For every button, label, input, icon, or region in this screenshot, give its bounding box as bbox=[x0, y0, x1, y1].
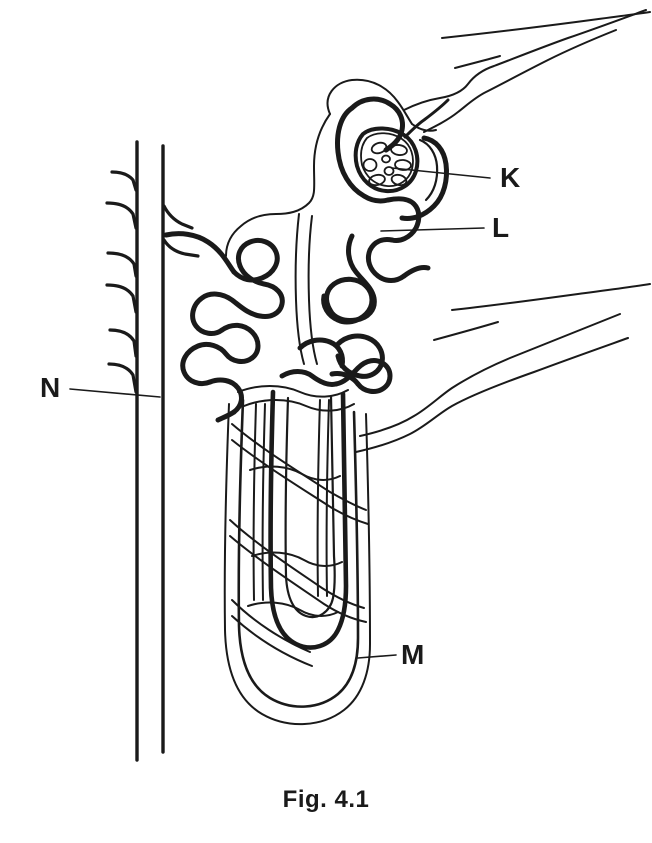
collecting-duct bbox=[105, 140, 200, 762]
tubule-bridge bbox=[279, 358, 393, 394]
bowmans-capsule-cup bbox=[399, 135, 449, 221]
proximal-tubule-descending bbox=[294, 213, 318, 365]
loop-of-henle-outer-wall bbox=[223, 403, 371, 725]
vasa-recta bbox=[229, 385, 369, 667]
leader-line-L bbox=[380, 227, 485, 232]
label-k: K bbox=[500, 162, 521, 193]
label-n: N bbox=[40, 372, 61, 403]
figure-caption: Fig. 4.1 bbox=[282, 786, 370, 813]
leader-line-M bbox=[357, 654, 397, 659]
label-l: L bbox=[492, 212, 510, 243]
loop-of-henle-limbs-inner bbox=[284, 394, 336, 619]
label-m: M bbox=[401, 639, 425, 670]
cut-vessel-ends bbox=[441, 11, 651, 311]
glomerulus bbox=[353, 126, 420, 194]
loop-of-henle-limbs bbox=[268, 389, 349, 650]
leader-lines bbox=[69, 167, 491, 659]
efferent-arteriole bbox=[423, 29, 617, 133]
bowmans-capsule-cup-inner bbox=[418, 138, 439, 202]
leader-line-K bbox=[391, 167, 491, 179]
arteriole-stalk bbox=[403, 98, 450, 139]
distal-convoluted-tubule bbox=[163, 231, 285, 423]
glomerular-capillary-cross-sections bbox=[362, 141, 412, 187]
loop-of-henle bbox=[237, 398, 360, 708]
bowmans-capsule-outer-wall bbox=[225, 78, 437, 257]
vasa-recta-efferent bbox=[355, 313, 629, 453]
leader-line-N bbox=[69, 388, 161, 398]
proximal-convoluted-tubule bbox=[297, 233, 385, 379]
afferent-arteriole bbox=[403, 9, 647, 111]
